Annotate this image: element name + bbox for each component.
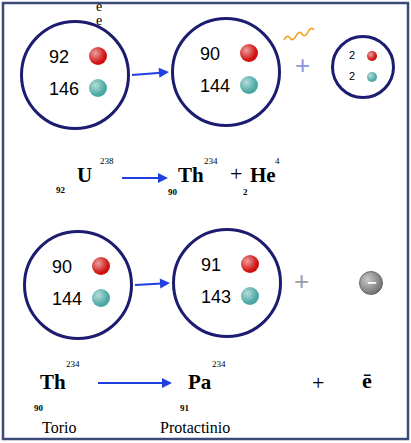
formula-text: + (295, 52, 310, 78)
reaction-arrow (122, 173, 168, 183)
formula-text: U (77, 165, 92, 186)
formula-text: e (96, 0, 102, 14)
nucleon-count: 90 (200, 45, 220, 63)
particle-dot (92, 257, 110, 275)
nucleon-count: 2 (349, 71, 355, 82)
formula-text: e (96, 14, 102, 28)
formula-text: Protactinio (160, 420, 230, 436)
nucleon-count: 92 (49, 48, 69, 66)
formula-text: 91 (180, 404, 189, 413)
gamma-wave (284, 28, 314, 40)
nucleus-circle: 91 143 (172, 228, 282, 338)
nucleon-count: 144 (200, 77, 230, 95)
formula-text: + (230, 163, 242, 185)
particle-dot (367, 51, 377, 61)
formula-text: ē (362, 370, 372, 392)
formula-text: 234 (66, 360, 80, 369)
particle-dot (92, 289, 110, 307)
reaction-arrow (135, 279, 170, 289)
nucleon-count: 146 (49, 80, 79, 98)
reaction-arrow (98, 378, 172, 388)
formula-text: + (312, 372, 324, 394)
particle-dot (240, 44, 258, 62)
formula-text: 2 (243, 188, 248, 197)
particle-dot (241, 287, 259, 305)
nucleon-count: 91 (201, 256, 221, 274)
formula-text: Torio (42, 420, 76, 436)
formula-text: Pa (188, 372, 211, 393)
formula-text: 90 (34, 404, 43, 413)
formula-text: 234 (204, 157, 218, 166)
nucleus-circle: 90 144 (171, 17, 281, 127)
electron-ball: − (359, 271, 383, 295)
nucleon-count: − (367, 275, 376, 291)
formula-text: 238 (100, 157, 114, 166)
particle-dot (240, 76, 258, 94)
frame (3, 3, 408, 439)
particle-dot (367, 72, 377, 82)
formula-text: + (294, 268, 309, 294)
particle-dot (89, 79, 107, 97)
formula-text: He (250, 165, 276, 186)
alpha-circle: 22 (331, 35, 395, 99)
formula-text: Th (178, 165, 204, 186)
formula-text: 90 (168, 188, 177, 197)
formula-text: Th (40, 372, 66, 393)
nucleus-circle: 90 144 (23, 230, 133, 340)
nucleon-count: 144 (52, 290, 82, 308)
nucleus-circle: 92 146 (20, 20, 130, 130)
reaction-arrow (132, 68, 169, 78)
particle-dot (241, 255, 259, 273)
nucleon-count: 143 (201, 288, 231, 306)
formula-text: 4 (275, 157, 280, 166)
nucleon-count: 2 (349, 50, 355, 61)
particle-dot (89, 47, 107, 65)
nucleon-count: 90 (52, 258, 72, 276)
formula-text: 92 (56, 186, 65, 195)
formula-text: 234 (212, 360, 226, 369)
